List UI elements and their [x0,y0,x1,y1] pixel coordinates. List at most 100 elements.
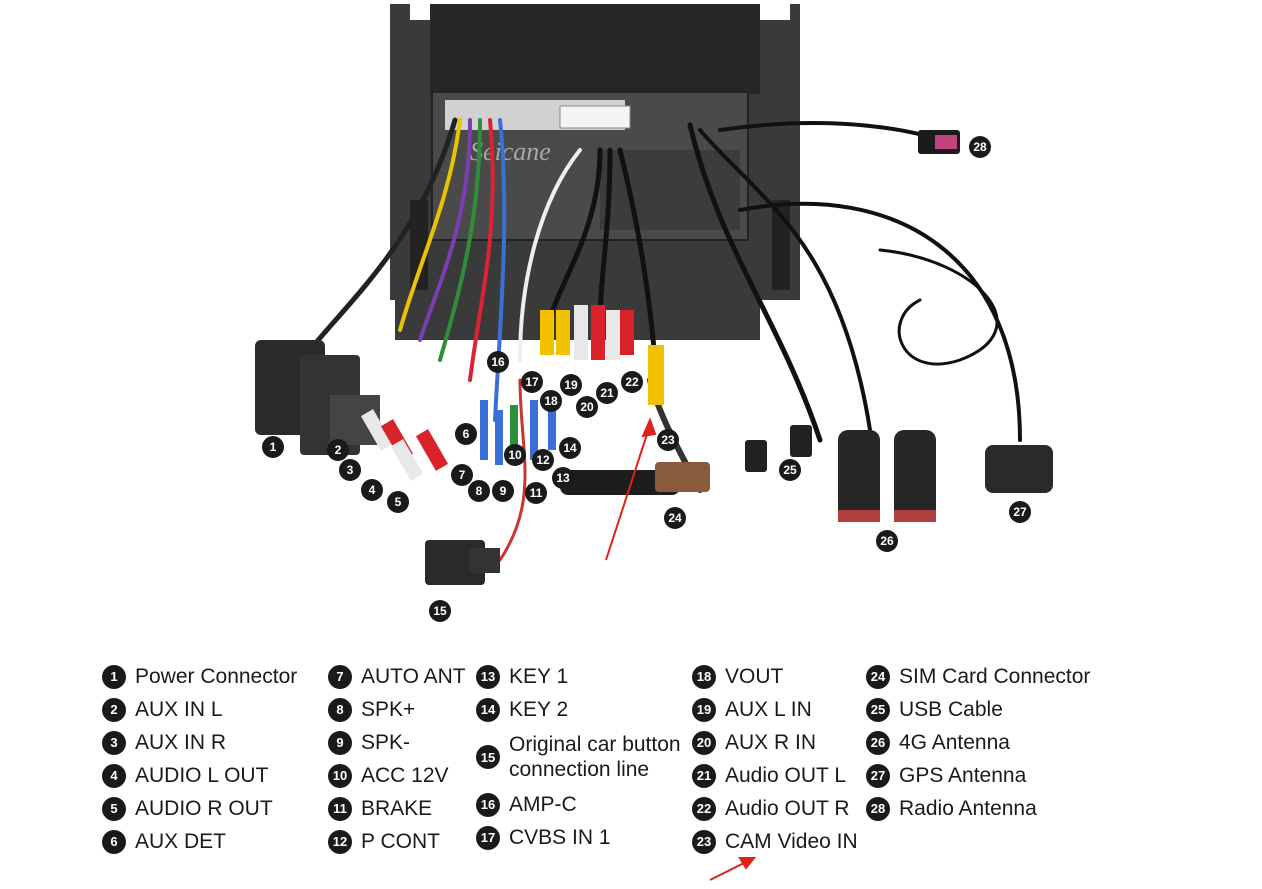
callout-6: 6 [455,423,477,445]
callout-14: 14 [559,437,581,459]
svg-text:26: 26 [880,534,894,548]
svg-text:2: 2 [335,443,342,457]
car-button-connector [425,540,500,585]
svg-text:1: 1 [270,440,277,454]
callout-19: 19 [560,374,582,396]
legend-number-badge: 16 [476,792,500,817]
legend-item-19: 19 AUX L IN [692,693,858,726]
legend-number-badge: 12 [328,829,352,854]
legend-item-10: 10 ACC 12V [328,759,466,792]
callout-8: 8 [468,480,490,502]
legend-item-2: 2 AUX IN L [102,693,297,726]
legend-label: 4G Antenna [899,731,1010,754]
svg-text:8: 8 [476,484,483,498]
legend-number-badge: 17 [476,825,500,850]
svg-text:21: 21 [600,386,614,400]
legend-number-badge: 10 [328,763,352,788]
legend-label: CAM Video IN [725,830,858,853]
callout-21: 21 [596,382,618,404]
legend-item-24: 24 SIM Card Connector [866,660,1090,693]
callout-markers: 1 2 3 4 5 6 7 8 9 10 11 12 13 14 15 16 1… [262,136,1031,622]
head-unit: Seicane [390,4,800,340]
callout-3: 3 [339,459,361,481]
callout-13: 13 [552,467,574,489]
legend-label: AUX IN R [135,731,227,754]
callout-5: 5 [387,491,409,513]
legend-number-badge: 27 [866,763,890,788]
legend-number-badge: 2 [102,697,126,722]
callout-24: 24 [664,507,686,529]
svg-text:6: 6 [463,427,470,441]
legend-number-badge: 4 [102,763,126,788]
legend-label: AUX IN L [135,698,223,721]
legend-label: USB Cable [899,698,1003,721]
power-connector-block [255,340,380,455]
callout-4: 4 [361,479,383,501]
legend-label: P CONT [361,830,440,853]
legend-number-badge: 9 [328,730,352,755]
svg-text:7: 7 [459,468,466,482]
legend-label: AUX L IN [725,698,812,721]
legend-number-badge: 15 [476,745,500,769]
svg-text:5: 5 [395,495,402,509]
callout-10: 10 [504,444,526,466]
svg-text:27: 27 [1013,505,1027,519]
svg-text:13: 13 [556,471,570,485]
legend-label: SIM Card Connector [899,665,1091,688]
legend-label: Power Connector [135,665,298,688]
sim-connector [560,462,710,495]
rca-plugs-center [540,305,664,405]
legend-number-badge: 11 [328,796,352,821]
callout-20: 20 [576,396,598,418]
legend-label: AUX R IN [725,731,817,754]
legend-number-badge: 21 [692,763,716,788]
callout-25: 25 [779,459,801,481]
svg-text:23: 23 [661,433,675,447]
legend-number-badge: 8 [328,697,352,722]
legend-item-11: 11 BRAKE [328,792,466,825]
legend-number-badge: 7 [328,664,352,689]
legend-label: AMP-C [509,793,577,816]
callout-27: 27 [1009,501,1031,523]
legend-label: CVBS IN 1 [509,826,611,849]
callout-2: 2 [327,439,349,461]
legend-number-badge: 18 [692,664,716,689]
legend-number-badge: 20 [692,730,716,755]
legend-label: AUDIO R OUT [135,797,273,820]
svg-text:12: 12 [536,453,550,467]
legend-item-16: 16 AMP-C [476,788,686,821]
svg-text:11: 11 [530,486,543,500]
legend-number-badge: 23 [692,829,716,854]
watermark-logo: Seicane [470,137,551,166]
legend-number-badge: 6 [102,829,126,854]
legend-label: Audio OUT L [725,764,847,787]
legend-label: BRAKE [361,797,433,820]
legend-label: ACC 12V [361,764,449,787]
callout-17: 17 [521,371,543,393]
legend-number-badge: 19 [692,697,716,722]
callout-9: 9 [492,480,514,502]
svg-text:24: 24 [668,511,682,525]
legend-number-badge: 5 [102,796,126,821]
legend-number-badge: 24 [866,664,890,689]
callout-11: 11 [525,482,547,504]
svg-text:4: 4 [369,483,376,497]
small-connectors [480,400,556,465]
svg-text:18: 18 [544,394,558,408]
callout-12: 12 [532,449,554,471]
legend-item-23: 23 CAM Video IN [692,825,858,858]
callout-1: 1 [262,436,284,458]
svg-text:20: 20 [580,400,594,414]
